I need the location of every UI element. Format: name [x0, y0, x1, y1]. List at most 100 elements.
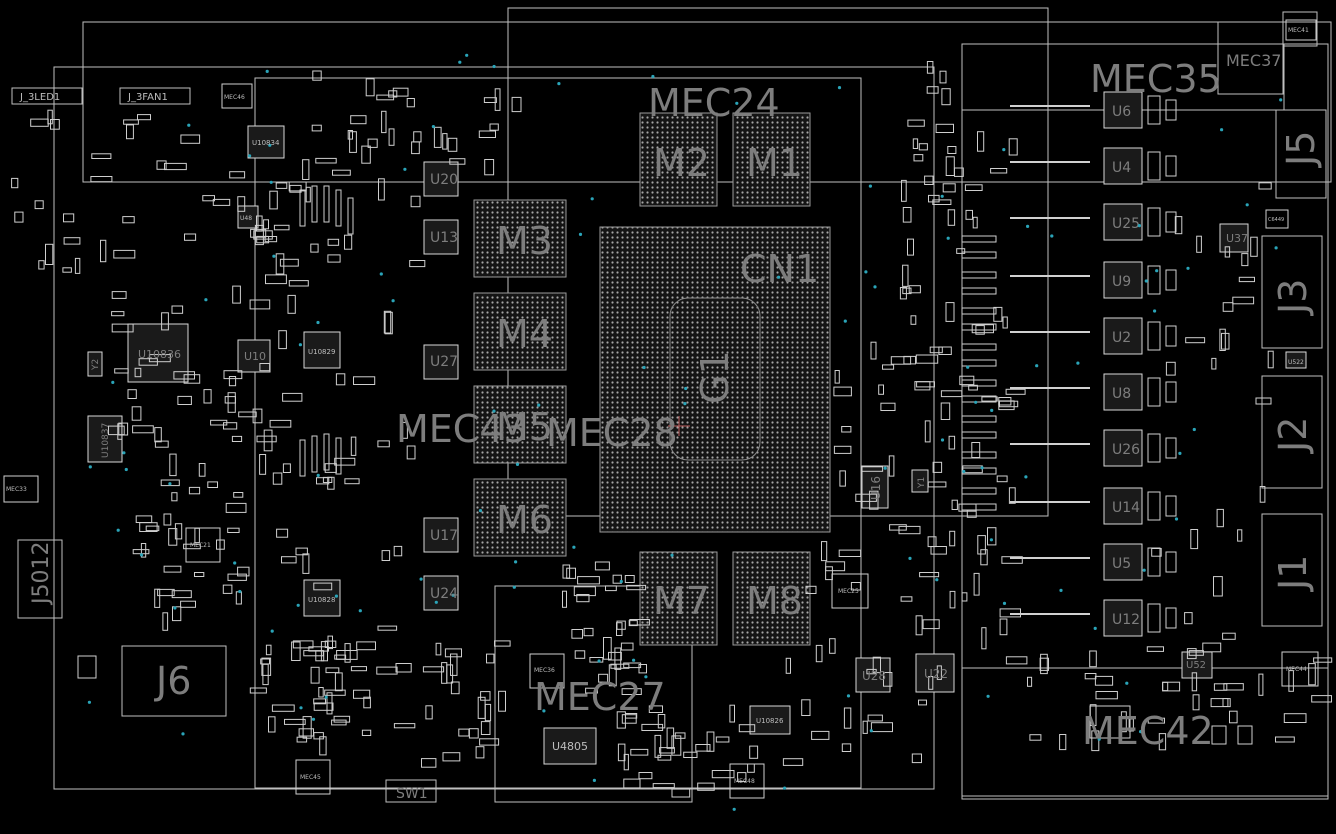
label-mec27: MEC27 [534, 675, 666, 719]
label-u26: U26 [1112, 442, 1140, 458]
label-y1: Y1 [917, 477, 927, 489]
ic-u4[interactable] [1103, 147, 1143, 185]
switch-sw1[interactable] [385, 779, 437, 803]
label-u52: U52 [1186, 660, 1206, 671]
label-u8: U8 [1112, 386, 1131, 402]
ic-u10829[interactable] [303, 331, 341, 369]
chip-m8[interactable] [732, 551, 811, 646]
label-mec41: MEC41 [1288, 27, 1309, 34]
label-m8: M8 [746, 579, 803, 623]
label-u28: U28 [862, 669, 886, 683]
mec25-pad[interactable] [831, 573, 869, 609]
chip-m1[interactable] [732, 112, 811, 207]
ic-u24[interactable] [423, 575, 459, 611]
chip-m6[interactable] [473, 478, 567, 557]
label-j3: J3 [1271, 279, 1315, 316]
mec36-pad[interactable] [529, 653, 565, 689]
label-u4: U4 [1112, 160, 1131, 176]
ic-u37[interactable] [1219, 223, 1249, 253]
label-g1: G1 [693, 350, 737, 404]
ic-u5[interactable] [1103, 543, 1143, 581]
chip-m4[interactable] [473, 292, 567, 371]
label-mec46: MEC46 [224, 94, 245, 101]
ic-u12[interactable] [1103, 599, 1143, 637]
ic-u10828[interactable] [303, 579, 341, 617]
chip-m5[interactable] [473, 385, 567, 464]
connector-j-3led1[interactable] [11, 87, 83, 105]
big-labels: MEC35 MEC24 M2 M1 M3 CN1 M4 MEC43 M5 MEC… [19, 51, 1323, 802]
ic-u9[interactable] [1103, 261, 1143, 299]
crystal-y1[interactable] [911, 469, 929, 493]
label-mec35: MEC35 [1090, 57, 1222, 101]
mec44-pad[interactable] [1281, 651, 1319, 687]
connector-j1[interactable] [1261, 513, 1323, 627]
ic-u14[interactable] [1103, 487, 1143, 525]
label-j1: J1 [1271, 555, 1315, 592]
label-mec36: MEC36 [534, 667, 555, 674]
label-mec45: MEC45 [300, 774, 321, 781]
label-u10829: U10829 [308, 348, 335, 356]
crystal-y2[interactable] [87, 351, 103, 377]
label-u10836: U10836 [138, 348, 181, 361]
label-sw1: SW1 [396, 786, 428, 802]
ic-u8[interactable] [1103, 373, 1143, 411]
label-u24: U24 [430, 586, 458, 602]
bga-chips [473, 112, 831, 646]
chip-m7[interactable] [639, 551, 718, 646]
connector-j5012[interactable] [17, 539, 63, 619]
label-u5: U5 [1112, 556, 1131, 572]
ic-u10[interactable] [237, 339, 271, 373]
label-u6: U6 [1112, 104, 1131, 120]
ic-u10826[interactable] [749, 705, 791, 735]
label-u27: U27 [430, 354, 458, 370]
chip-m3[interactable] [473, 199, 567, 278]
c6449-pad[interactable] [1265, 209, 1289, 229]
ic-u22[interactable] [915, 653, 955, 693]
mec46-pad[interactable] [221, 83, 253, 109]
mec48-pad[interactable] [729, 763, 765, 799]
mec45-pad[interactable] [295, 759, 331, 795]
mec21-pad[interactable] [185, 527, 221, 563]
label-u10828: U10828 [308, 596, 335, 604]
ic-u17[interactable] [423, 517, 459, 553]
ic-u27[interactable] [423, 344, 459, 380]
label-j-3led1: J_3LED1 [19, 92, 60, 103]
ic-u522[interactable] [1285, 351, 1307, 369]
connector-j5[interactable] [1275, 109, 1327, 199]
label-mec25: MEC25 [838, 588, 859, 595]
ic-u10836[interactable] [127, 323, 189, 383]
ic-u10834[interactable] [247, 125, 285, 159]
vias [87, 53, 1283, 811]
label-j5012: J5012 [29, 542, 54, 606]
connectors [11, 87, 1327, 803]
ic-u13[interactable] [423, 219, 459, 255]
mec33-pad[interactable] [3, 475, 39, 503]
chip-m2[interactable] [639, 112, 718, 207]
label-u16: U16 [869, 476, 883, 500]
label-u10834: U10834 [252, 139, 280, 147]
label-u17: U17 [430, 528, 458, 544]
label-u522: U522 [1288, 359, 1304, 366]
ic-u25[interactable] [1103, 203, 1143, 241]
connector-j2[interactable] [1261, 375, 1323, 489]
connector-j3[interactable] [1261, 235, 1323, 349]
label-u37: U37 [1226, 232, 1248, 245]
label-u25: U25 [1112, 216, 1140, 232]
label-m2: M2 [653, 141, 710, 185]
ic-u6[interactable] [1103, 91, 1143, 129]
label-y2: Y2 [91, 359, 101, 371]
label-m5: M5 [496, 405, 553, 449]
ics [3, 19, 1319, 799]
label-mec24: MEC24 [648, 81, 780, 125]
ic-u4805[interactable] [543, 727, 597, 765]
label-m6: M6 [496, 498, 553, 542]
mec41-pad[interactable] [1285, 19, 1317, 41]
chip-g1[interactable] [669, 297, 761, 461]
ic-u2[interactable] [1103, 317, 1143, 355]
connector-j-3fan1[interactable] [119, 87, 191, 105]
connector-j6[interactable] [121, 645, 227, 717]
ic-u20[interactable] [423, 161, 459, 197]
label-mec43: MEC43 [396, 407, 528, 451]
ic-u26[interactable] [1103, 429, 1143, 467]
